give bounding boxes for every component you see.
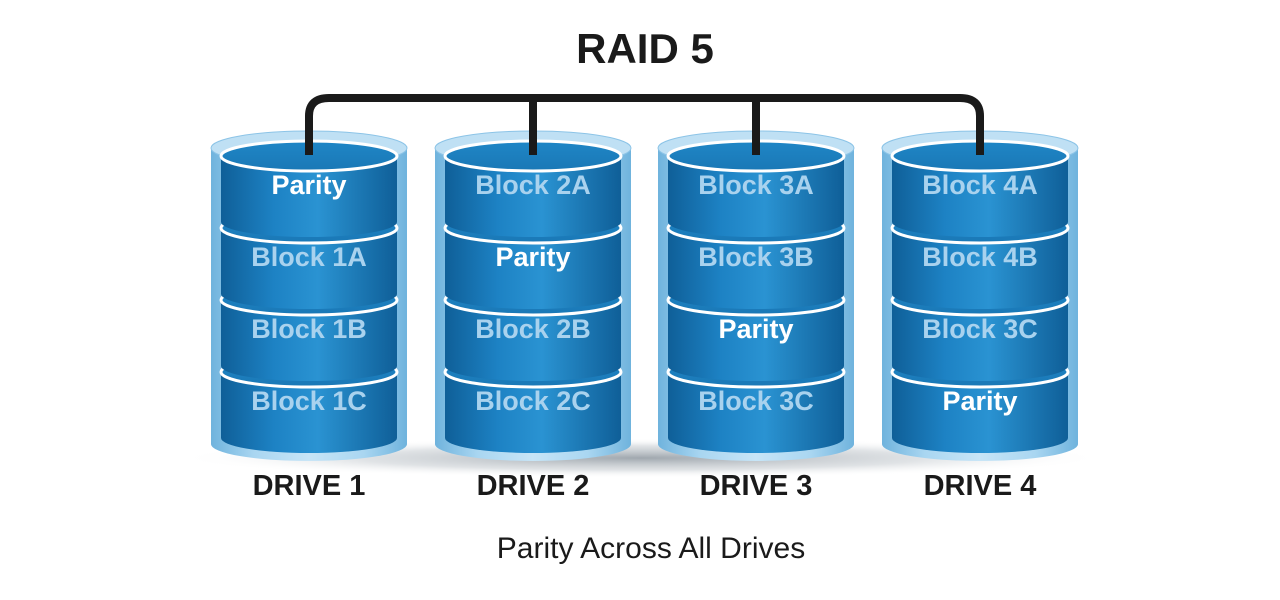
segment-body — [445, 300, 621, 381]
drive-2: Block 2C Block 2B Parity Block 2A DRIVE 2 — [434, 130, 632, 502]
block-label: Block 2B — [475, 314, 591, 344]
drive-4: Parity Block 3C Block 4B Block 4A DRIVE 4 — [881, 130, 1079, 502]
segment-body — [892, 300, 1068, 381]
drive-3: Block 3C Parity Block 3B Block 3A DRIVE 3 — [657, 130, 855, 502]
segment-body — [445, 372, 621, 453]
block-label: Block 3B — [698, 242, 814, 272]
segment-body — [221, 372, 397, 453]
block-label: Block 1C — [251, 386, 367, 416]
segment-body — [221, 300, 397, 381]
parity-label: Parity — [718, 314, 793, 344]
block-label: Block 3C — [698, 386, 814, 416]
drive-4-segment-1: Block 4A — [890, 139, 1070, 237]
segment-body — [668, 156, 844, 237]
block-label: Block 4B — [922, 242, 1038, 272]
segment-body — [668, 300, 844, 381]
block-label: Block 3A — [698, 170, 814, 200]
drive-label: DRIVE 4 — [924, 470, 1037, 502]
segment-body — [445, 228, 621, 309]
segment-body — [221, 228, 397, 309]
connector-bracket — [305, 94, 984, 155]
segment-body — [221, 156, 397, 237]
segment-body — [445, 156, 621, 237]
diagram-caption: Parity Across All Drives — [497, 532, 805, 565]
segment-body — [892, 372, 1068, 453]
drive-2-segment-1: Block 2A — [443, 139, 623, 237]
block-label: Block 1B — [251, 314, 367, 344]
block-label: Block 4A — [922, 170, 1038, 200]
parity-label: Parity — [495, 242, 570, 272]
parity-label: Parity — [942, 386, 1017, 416]
block-label: Block 2C — [475, 386, 591, 416]
diagram-title: RAID 5 — [576, 25, 714, 72]
block-label: Block 1A — [251, 242, 367, 272]
drive-label: DRIVE 2 — [477, 470, 590, 502]
segment-body — [668, 228, 844, 309]
segment-body — [668, 372, 844, 453]
block-label: Block 2A — [475, 170, 591, 200]
segment-body — [892, 228, 1068, 309]
parity-label: Parity — [271, 170, 346, 200]
block-label: Block 3C — [922, 314, 1038, 344]
drive-3-segment-1: Block 3A — [666, 139, 846, 237]
segment-body — [892, 156, 1068, 237]
drive-label: DRIVE 3 — [700, 470, 813, 502]
drive-1-segment-1: Parity — [219, 139, 399, 237]
drive-label: DRIVE 1 — [253, 470, 366, 502]
